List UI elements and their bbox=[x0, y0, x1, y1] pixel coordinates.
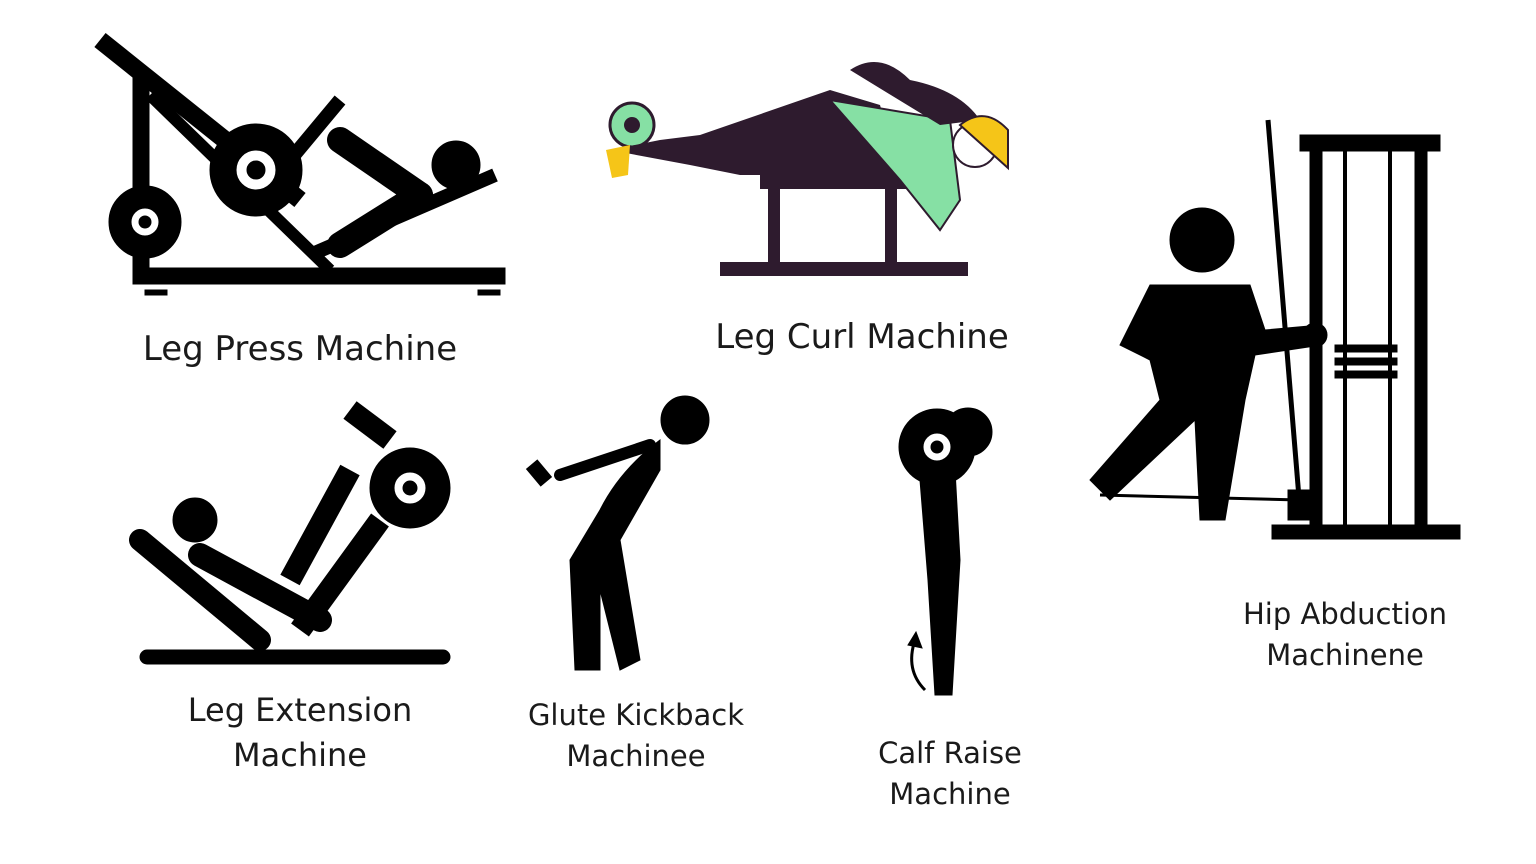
leg-press-label: Leg Press Machine bbox=[142, 329, 458, 369]
hip-abduction-icon bbox=[1089, 119, 1461, 540]
calf-raise-icon bbox=[898, 407, 993, 696]
calf-raise-label: Calf Raise Machine bbox=[878, 733, 1022, 814]
label-line: Machine bbox=[889, 776, 1011, 811]
label-line: Machinee bbox=[566, 738, 706, 773]
label-line: Machine bbox=[233, 735, 367, 774]
glute-kickback-label: Glute Kickback Machinee bbox=[528, 695, 744, 776]
label-line: Glute Kickback bbox=[527, 698, 745, 732]
label-line: Machinene bbox=[1266, 637, 1424, 672]
label-line: Leg Extension bbox=[187, 691, 413, 729]
hip-abduction-label: Hip Abduction Machinene bbox=[1243, 594, 1447, 675]
label-line: Hip Abduction bbox=[1242, 597, 1448, 631]
leg-curl-illustration bbox=[606, 62, 1009, 276]
label-line: Calf Raise bbox=[878, 736, 1022, 770]
leg-curl-label: Leg Curl Machine bbox=[715, 317, 1009, 357]
leg-extension-icon bbox=[129, 401, 451, 665]
leg-press-icon bbox=[94, 32, 506, 296]
leg-extension-label: Leg Extension Machine bbox=[188, 688, 413, 778]
glute-kickback-icon bbox=[525, 395, 710, 671]
